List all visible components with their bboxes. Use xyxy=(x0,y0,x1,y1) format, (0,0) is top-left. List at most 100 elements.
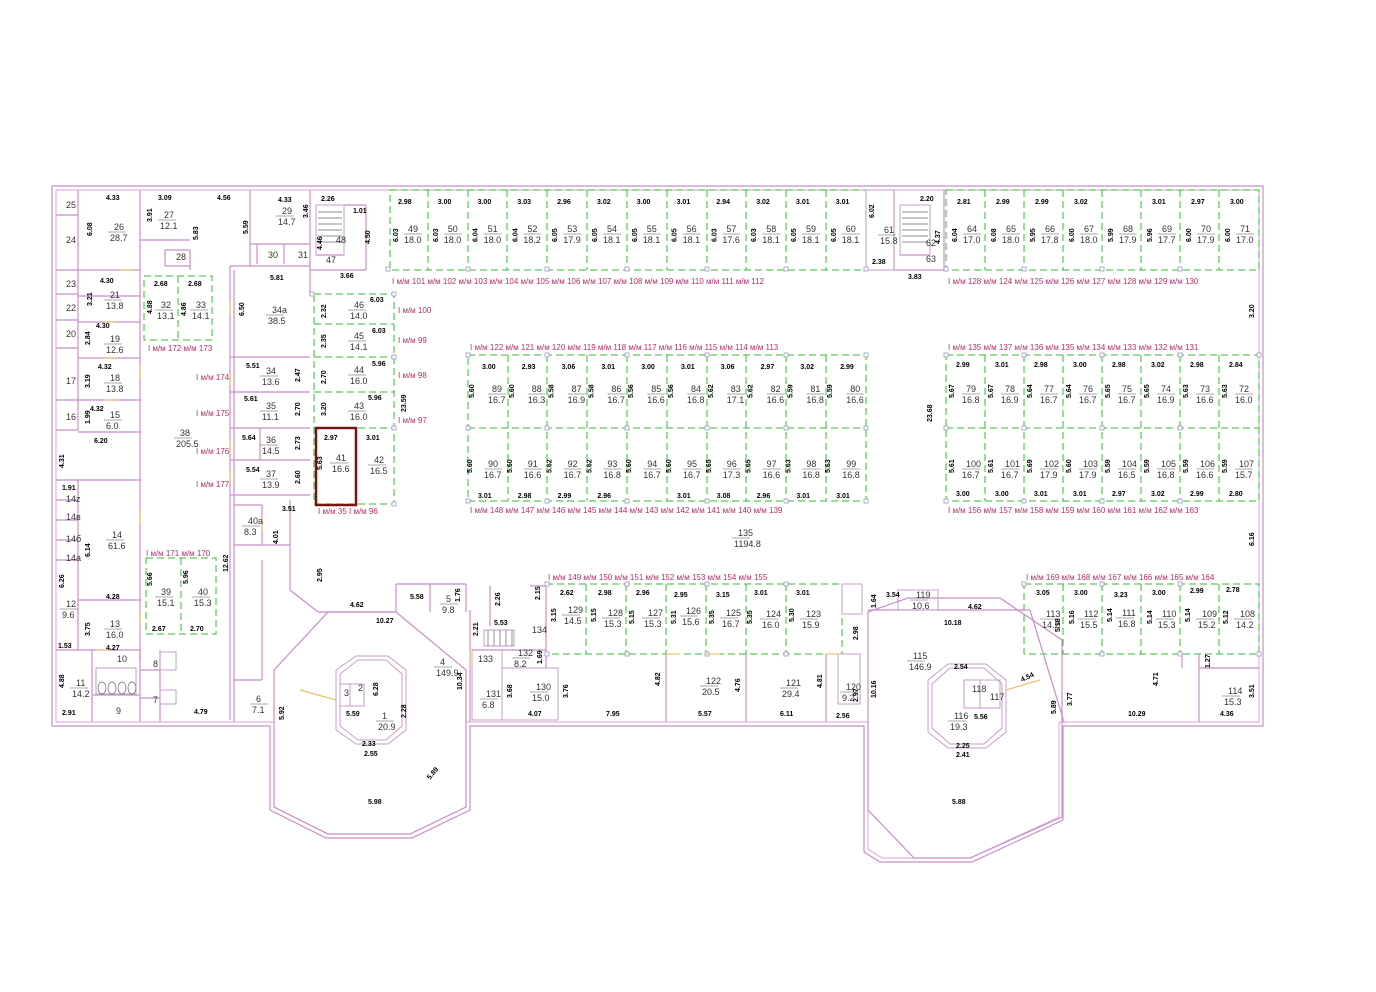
room-area: 18.1 xyxy=(762,235,780,245)
room-area: 15.3 xyxy=(1224,697,1242,707)
room-number: 69 xyxy=(1162,224,1172,234)
stall-width-label: 3.03 xyxy=(517,199,531,206)
dim-label: 5.59 xyxy=(346,711,360,718)
room-area: 16.0 xyxy=(106,630,124,640)
stall-width-label: 3.01 xyxy=(478,493,492,500)
dim-label: 3.01 xyxy=(366,435,380,442)
room-number: 75 xyxy=(1122,384,1132,394)
room-area: 16.7 xyxy=(488,395,506,405)
dim-label: 3.15 xyxy=(716,592,730,599)
parking-label-top-a: I м/м 101 м/м 102 м/м 103 м/м 104 м/м 10… xyxy=(392,277,765,286)
stall-depth-label: 5.67 xyxy=(949,384,956,398)
room-area: 18.0 xyxy=(1080,235,1098,245)
room-number: 119 xyxy=(916,590,930,600)
dim-label: 3.54 xyxy=(886,592,900,599)
dim-label: 4.71 xyxy=(1153,672,1160,686)
room-number: 127 xyxy=(648,608,663,618)
dim-label: 3.46 xyxy=(303,204,310,218)
dim-label: 2.73 xyxy=(295,436,302,450)
dim-label: 2.95 xyxy=(674,592,688,599)
dim-label: 3.51 xyxy=(282,506,296,513)
dim-label: 4.88 xyxy=(59,674,66,688)
room-area: 8.3 xyxy=(244,527,257,537)
parking-label-98: I м/м 98 xyxy=(398,371,427,380)
dim-label: 2.32 xyxy=(321,304,328,318)
dim-label: 5.98 xyxy=(368,799,382,806)
room-number: 53 xyxy=(567,224,577,234)
stall-width-label: 3.00 xyxy=(956,491,970,498)
room-number: 74 xyxy=(1161,384,1171,394)
room-area: 16.7 xyxy=(1079,395,1097,405)
room-number: 30 xyxy=(268,250,278,260)
room-area: 15.8 xyxy=(880,236,898,246)
room-number: 14а xyxy=(66,553,81,563)
dim-label: 4.86 xyxy=(181,302,188,316)
dim-label: 3.20 xyxy=(1249,304,1256,318)
east-octagon xyxy=(867,597,1063,859)
west-octagon xyxy=(273,611,467,835)
room-area: 16.5 xyxy=(1118,470,1136,480)
room-number: 47 xyxy=(326,255,336,265)
room-area: 19.3 xyxy=(950,722,968,732)
room-number: 129 xyxy=(568,605,583,615)
room-area: 15.3 xyxy=(644,619,662,629)
dim-label: 5.96 xyxy=(372,361,386,368)
stall-depth-label: 6.05 xyxy=(672,228,679,242)
dim-label: 3.21 xyxy=(87,292,94,306)
dim-label: 5.59 xyxy=(243,220,250,234)
room-number: 116 xyxy=(954,711,968,721)
room-area: 16.6 xyxy=(647,395,665,405)
dim-label: 2.78 xyxy=(1226,587,1240,594)
dim-label: 10.18 xyxy=(944,620,962,627)
room-number: 93 xyxy=(607,459,617,469)
east-south-rooms xyxy=(868,589,1259,723)
dim-label: 3.91 xyxy=(147,208,154,222)
room-area: 16.0 xyxy=(350,376,368,386)
room-number: 68 xyxy=(1123,224,1133,234)
room-number: 98 xyxy=(806,459,816,469)
room-area: 16.9 xyxy=(1157,395,1175,405)
room-number: 33 xyxy=(196,300,206,310)
dim-label: 2.56 xyxy=(836,713,850,720)
stall-depth-label: 6.03 xyxy=(751,228,758,242)
dim-label: 6.02 xyxy=(869,204,876,218)
room-number: 13 xyxy=(110,619,120,629)
dim-label: 4.01 xyxy=(273,530,280,544)
stall-depth-label: 5.56 xyxy=(668,384,675,398)
room-number: 40a xyxy=(248,516,263,526)
room-number: 114 xyxy=(1228,686,1242,696)
room-number: 49 xyxy=(408,224,418,234)
dim-label: 2.68 xyxy=(188,281,202,288)
room-area: 16.0 xyxy=(1235,395,1253,405)
room-number: 21 xyxy=(110,290,120,300)
stall-depth-label: 5.96 xyxy=(1147,228,1154,242)
room-number: 31 xyxy=(298,250,308,260)
stall-width-label: 2.99 xyxy=(996,199,1010,206)
stall-depth-label: 5.60 xyxy=(666,459,673,473)
stall-depth-label: 6.05 xyxy=(632,228,639,242)
stall-width-label: 2.97 xyxy=(761,364,775,371)
stall-width-label: 2.99 xyxy=(840,364,854,371)
stall-depth-label: 6.04 xyxy=(473,228,480,242)
dim-label: 3.00 xyxy=(1074,590,1088,597)
south-rooms xyxy=(395,583,863,722)
room-number: 65 xyxy=(1006,224,1016,234)
dim-label: 6.03 xyxy=(370,297,384,304)
room-area: 13.1 xyxy=(157,311,175,321)
room-area: 15.5 xyxy=(1080,620,1098,630)
stall-depth-label: 5.60 xyxy=(467,459,474,473)
stall-width-label: 2.80 xyxy=(1229,491,1243,498)
room-number: 107 xyxy=(1239,459,1254,469)
room-number: 124 xyxy=(766,609,781,619)
selected-room-highlight[interactable] xyxy=(314,426,358,507)
room-number: 55 xyxy=(647,224,657,234)
parking-label-172-173: I м/м 172 м/м 173 xyxy=(148,344,213,353)
stall-depth-label: 6.04 xyxy=(952,228,959,242)
room-number: 79 xyxy=(966,384,976,394)
room-area: 16.5 xyxy=(370,466,388,476)
stall-depth-label: 5.61 xyxy=(949,459,956,473)
room-area: 16.6 xyxy=(767,395,785,405)
stall-width-label: 3.00 xyxy=(482,364,496,371)
room-area: 16.8 xyxy=(802,470,820,480)
